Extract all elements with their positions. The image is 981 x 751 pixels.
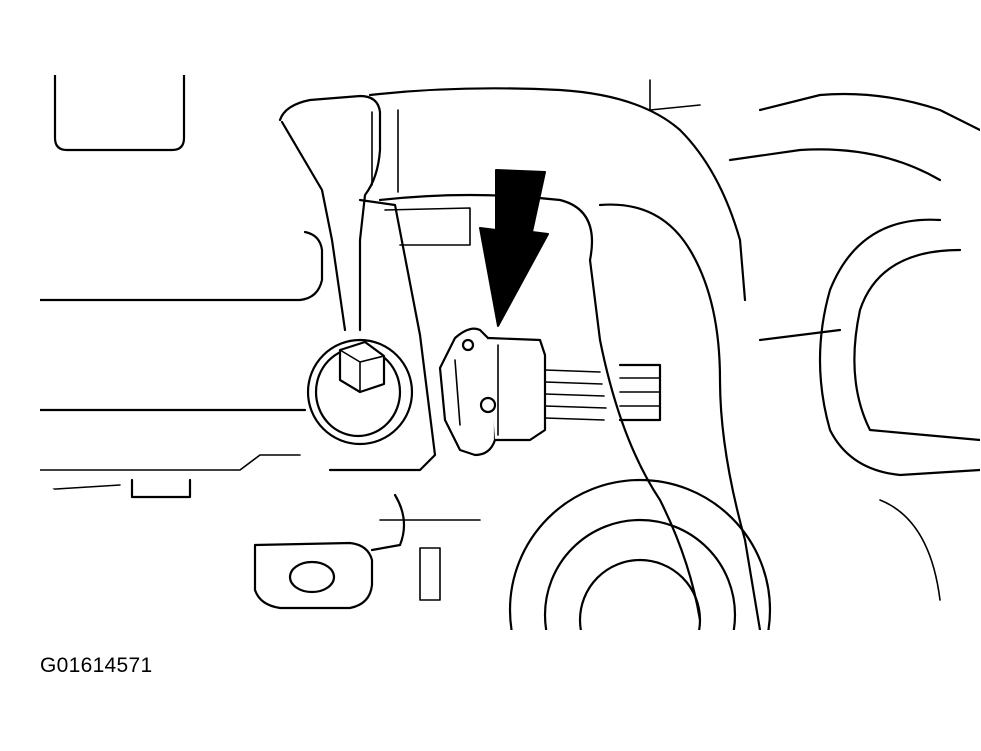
- bolt-hex-head: [338, 340, 386, 394]
- hose-lower-edge: [378, 193, 702, 622]
- hose-center-line: [598, 203, 762, 630]
- figure-id-label: G01614571: [40, 654, 153, 677]
- line-art-group: [40, 75, 980, 630]
- upper-panel: [53, 75, 186, 152]
- bottom-tab: [130, 478, 192, 499]
- vertical-bracket: [278, 94, 382, 332]
- lower-bracket: [253, 541, 374, 610]
- lower-pulley-mid: [543, 518, 737, 630]
- connector: [438, 327, 662, 457]
- lower-pulley-outer: [508, 478, 772, 630]
- connector-flange: [438, 327, 497, 457]
- right-loop: [818, 218, 980, 477]
- left-housing: [40, 230, 324, 302]
- lower-pulley-inner: [578, 558, 702, 630]
- connector-body: [486, 336, 547, 442]
- connector-wires: [544, 369, 607, 421]
- hose-upper-edge: [368, 87, 747, 302]
- callout-arrow-icon: [479, 169, 549, 327]
